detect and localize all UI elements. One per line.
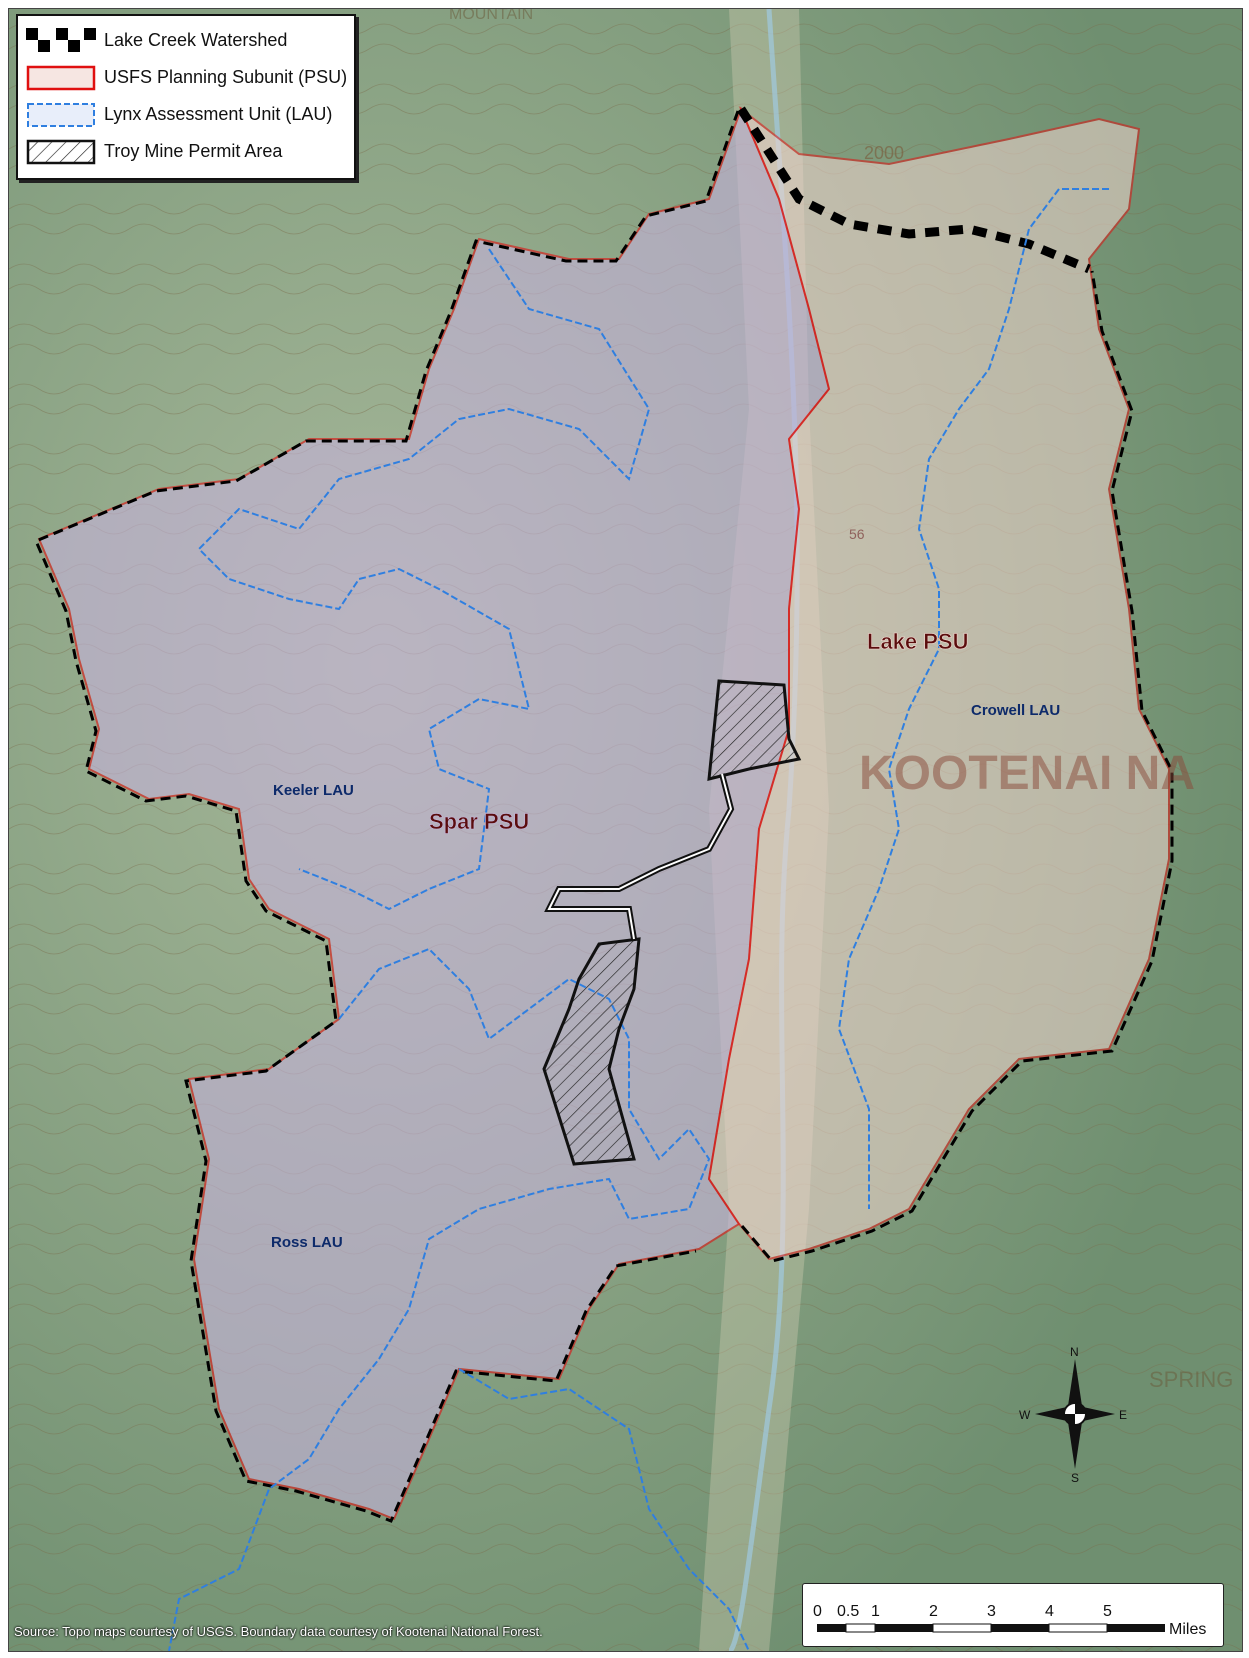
compass-w: W	[1019, 1408, 1031, 1422]
scale-bar-graphic: 0 0.5 1 2 3 4 5 Miles	[813, 1603, 1206, 1638]
map-canvas[interactable]: KOOTENAI NA 2000 56 MOUNTAIN SPRING Lake…	[9, 9, 1242, 1651]
scale-tick-label: 3	[987, 1603, 996, 1620]
scale-unit: Miles	[1169, 1621, 1206, 1638]
legend-swatch-lau	[27, 102, 95, 127]
spar-psu-watershed-dash	[34, 110, 740, 1523]
scale-tick-label: 4	[1045, 1603, 1054, 1620]
legend-swatch-psu	[26, 65, 96, 90]
scale-seg-7	[1107, 1624, 1165, 1632]
keeler-lau-boundary[interactable]	[197, 248, 651, 911]
legend-item-permit: Troy Mine Permit Area	[26, 133, 346, 170]
compass-s: S	[1071, 1471, 1079, 1485]
scale-seg-3	[875, 1624, 933, 1632]
legend-label-lau: Lynx Assessment Unit (LAU)	[104, 104, 333, 124]
bg-label-mountain: MOUNTAIN	[449, 9, 533, 23]
map-legend: Lake Creek Watershed USFS Planning Subun…	[16, 14, 356, 180]
legend-label-watershed: Lake Creek Watershed	[104, 30, 288, 50]
legend-swatch-permit	[26, 139, 96, 164]
compass-needle-east	[1083, 1407, 1115, 1421]
scale-seg-1	[817, 1624, 846, 1632]
source-note: Source: Topo maps courtesy of USGS. Boun…	[14, 1624, 543, 1639]
map-frame: KOOTENAI NA 2000 56 MOUNTAIN SPRING Lake…	[8, 8, 1243, 1652]
permit-area-north[interactable]	[707, 679, 802, 781]
scale-tick-label: 0	[813, 1603, 822, 1620]
legend-item-watershed: Lake Creek Watershed	[26, 22, 346, 59]
ross-lau-boundary[interactable]	[168, 947, 711, 1651]
compass-n: N	[1070, 1345, 1079, 1359]
legend-item-lau: Lynx Assessment Unit (LAU)	[26, 96, 346, 133]
compass-needle-south	[1068, 1422, 1082, 1469]
compass-needle-west	[1035, 1407, 1067, 1421]
compass-e: E	[1119, 1408, 1127, 1422]
legend-item-psu: USFS Planning Subunit (PSU)	[26, 59, 348, 96]
crowell-lau-boundary[interactable]	[837, 188, 1109, 1209]
scale-tick-label: 1	[871, 1603, 880, 1620]
permit-area-corridor-inner	[547, 773, 733, 940]
legend-label-psu: USFS Planning Subunit (PSU)	[104, 67, 348, 87]
lake-psu-watershed-dash	[740, 270, 1174, 1263]
label-spar-psu: Spar PSU	[429, 809, 529, 834]
scale-bar: 0 0.5 1 2 3 4 5 Miles	[802, 1583, 1224, 1647]
label-crowell-lau: Crowell LAU	[971, 702, 1060, 719]
compass-needle-north	[1068, 1359, 1082, 1406]
label-keeler-lau: Keeler LAU	[273, 782, 354, 799]
compass-rose: N S E W	[1019, 1345, 1127, 1485]
lake-psu-area[interactable]	[707, 105, 1170, 1261]
label-lake-psu: Lake PSU	[867, 629, 969, 654]
bg-label-2000: 2000	[864, 143, 904, 163]
scale-tick-label: 2	[929, 1603, 938, 1620]
scale-tick-label: 5	[1103, 1603, 1112, 1620]
legend-swatch-watershed	[26, 27, 96, 52]
scale-seg-2	[845, 1623, 876, 1633]
label-ross-lau: Ross LAU	[271, 1234, 343, 1251]
south-lau-boundary	[458, 1368, 750, 1651]
scale-seg-5	[991, 1624, 1049, 1632]
scale-tick-label: 0.5	[837, 1603, 859, 1620]
watershed-north-boundary	[737, 106, 1091, 274]
permit-area-south[interactable]	[542, 937, 641, 1166]
scale-seg-4	[932, 1623, 992, 1633]
scale-seg-6	[1048, 1623, 1108, 1633]
legend-label-permit: Troy Mine Permit Area	[104, 141, 283, 161]
bg-label-56: 56	[849, 526, 865, 542]
bg-label-spring: SPRING	[1149, 1367, 1233, 1392]
bg-label-kootenai: KOOTENAI NA	[859, 747, 1195, 800]
